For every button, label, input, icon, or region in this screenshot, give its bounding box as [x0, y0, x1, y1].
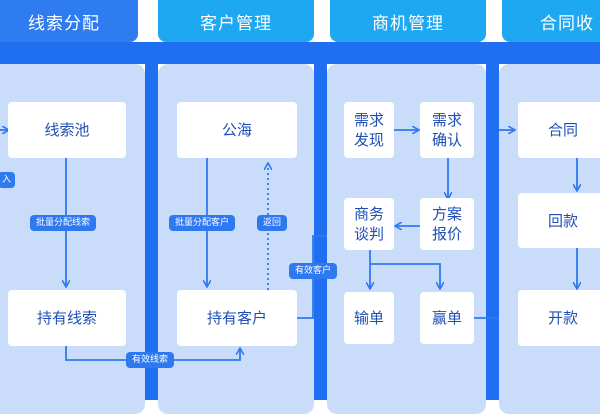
- header-lead-assignment: 线索分配: [0, 0, 138, 42]
- divider-2: [314, 42, 327, 400]
- label-import-partial: 入: [0, 172, 16, 188]
- arrow-negotiation-to-win: [370, 263, 440, 288]
- label-return: 返回: [257, 215, 288, 231]
- node-proposal-quote: 方案 报价: [420, 198, 474, 250]
- header-contract-payment: 合同收: [502, 0, 600, 42]
- node-contract: 合同: [518, 102, 600, 158]
- node-demand-discovery: 需求 发现: [344, 102, 394, 158]
- divider-1: [145, 42, 158, 400]
- node-win-deal: 赢单: [420, 292, 474, 344]
- divider-top-band: [0, 42, 600, 64]
- node-owned-customers: 持有客户: [177, 290, 297, 346]
- label-batch-assign-customers: 批量分配客户: [169, 215, 236, 231]
- header-opportunity-management: 商机管理: [330, 0, 486, 42]
- node-lose-deal: 输单: [344, 292, 394, 344]
- header-customer-management: 客户管理: [158, 0, 314, 42]
- node-payment: 回款: [518, 193, 600, 248]
- label-valid-leads: 有效线索: [126, 352, 175, 368]
- divider-3: [486, 42, 499, 400]
- node-lead-pool: 线索池: [8, 102, 126, 158]
- label-valid-customers: 有效客户: [289, 263, 338, 279]
- node-owned-leads: 持有线索: [8, 290, 126, 346]
- node-invoice: 开款: [518, 290, 600, 346]
- node-negotiation: 商务 谈判: [344, 198, 394, 250]
- node-demand-confirm: 需求 确认: [420, 102, 474, 158]
- node-public-sea: 公海: [177, 102, 297, 158]
- label-batch-assign-leads: 批量分配线索: [30, 215, 97, 231]
